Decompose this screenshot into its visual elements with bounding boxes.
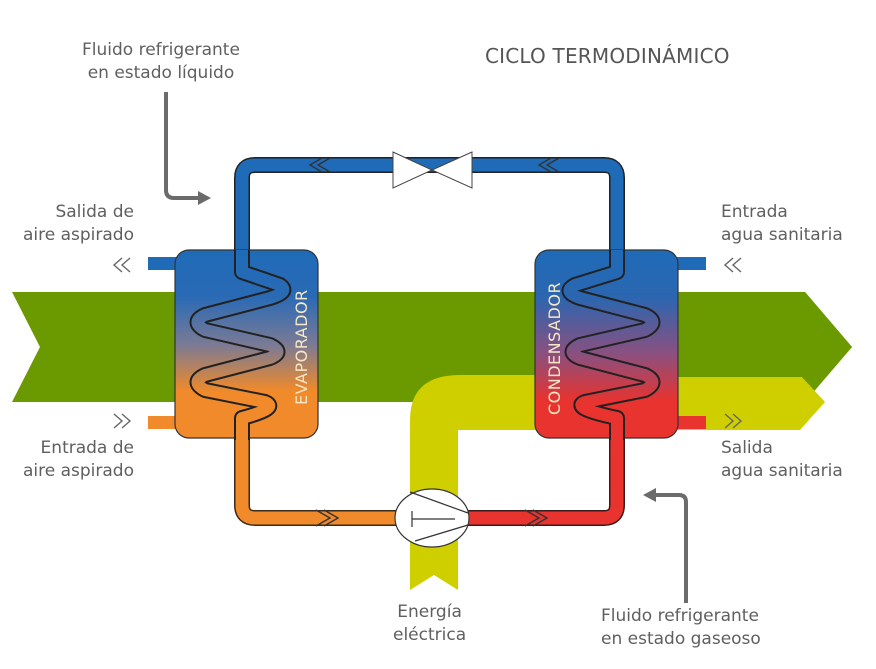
liquid-line-fill bbox=[235, 158, 624, 262]
flow-chevron-right-icon bbox=[524, 509, 549, 527]
condenser-coil-fill bbox=[563, 250, 659, 440]
suction-line-fill bbox=[235, 430, 400, 525]
gas-refrigerant-label: Fluido refrigerante en estado gaseoso bbox=[601, 606, 761, 649]
water-outlet-label: Salida agua sanitaria bbox=[721, 438, 843, 481]
gas-annotation-arrow-icon bbox=[643, 488, 688, 603]
electric-energy-band bbox=[410, 375, 825, 590]
air-out-chevron-icon bbox=[112, 257, 131, 273]
electric-energy-label: Energía eléctrica bbox=[393, 602, 467, 645]
water-outlet-stub bbox=[672, 416, 706, 429]
evaporator-coil-fill bbox=[191, 250, 290, 440]
water-in-chevron-icon bbox=[723, 257, 742, 273]
suction-line-pipe bbox=[234, 430, 400, 526]
air-outlet-stub bbox=[148, 257, 180, 270]
expansion-valve-icon bbox=[392, 151, 473, 189]
flow-chevron-left-icon bbox=[537, 157, 560, 173]
discharge-line-fill bbox=[465, 430, 624, 525]
air-inlet-label: Entrada de aire aspirado bbox=[22, 438, 134, 481]
evaporator-label: EVAPORADOR bbox=[292, 289, 311, 405]
liquid-annotation-arrow-icon bbox=[164, 92, 211, 205]
flow-chevron-left-icon bbox=[308, 157, 331, 173]
diagram-title: CICLO TERMODINÁMICO bbox=[485, 44, 730, 68]
liquid-line-pipe bbox=[234, 157, 625, 262]
air-outlet-label: Salida de aire aspirado bbox=[22, 202, 134, 245]
discharge-line-pipe bbox=[465, 430, 625, 526]
water-out-chevron-icon bbox=[724, 413, 743, 429]
liquid-refrigerant-label: Fluido refrigerante en estado líquido bbox=[82, 40, 240, 83]
water-inlet-stub bbox=[672, 257, 706, 270]
air-in-chevron-icon bbox=[113, 413, 132, 429]
air-inlet-stub bbox=[148, 416, 180, 429]
flow-chevron-right-icon bbox=[315, 509, 340, 527]
water-inlet-label: Entrada agua sanitaria bbox=[721, 202, 843, 245]
compressor-icon bbox=[394, 488, 470, 548]
condenser-label: CONDENSADOR bbox=[545, 282, 564, 415]
